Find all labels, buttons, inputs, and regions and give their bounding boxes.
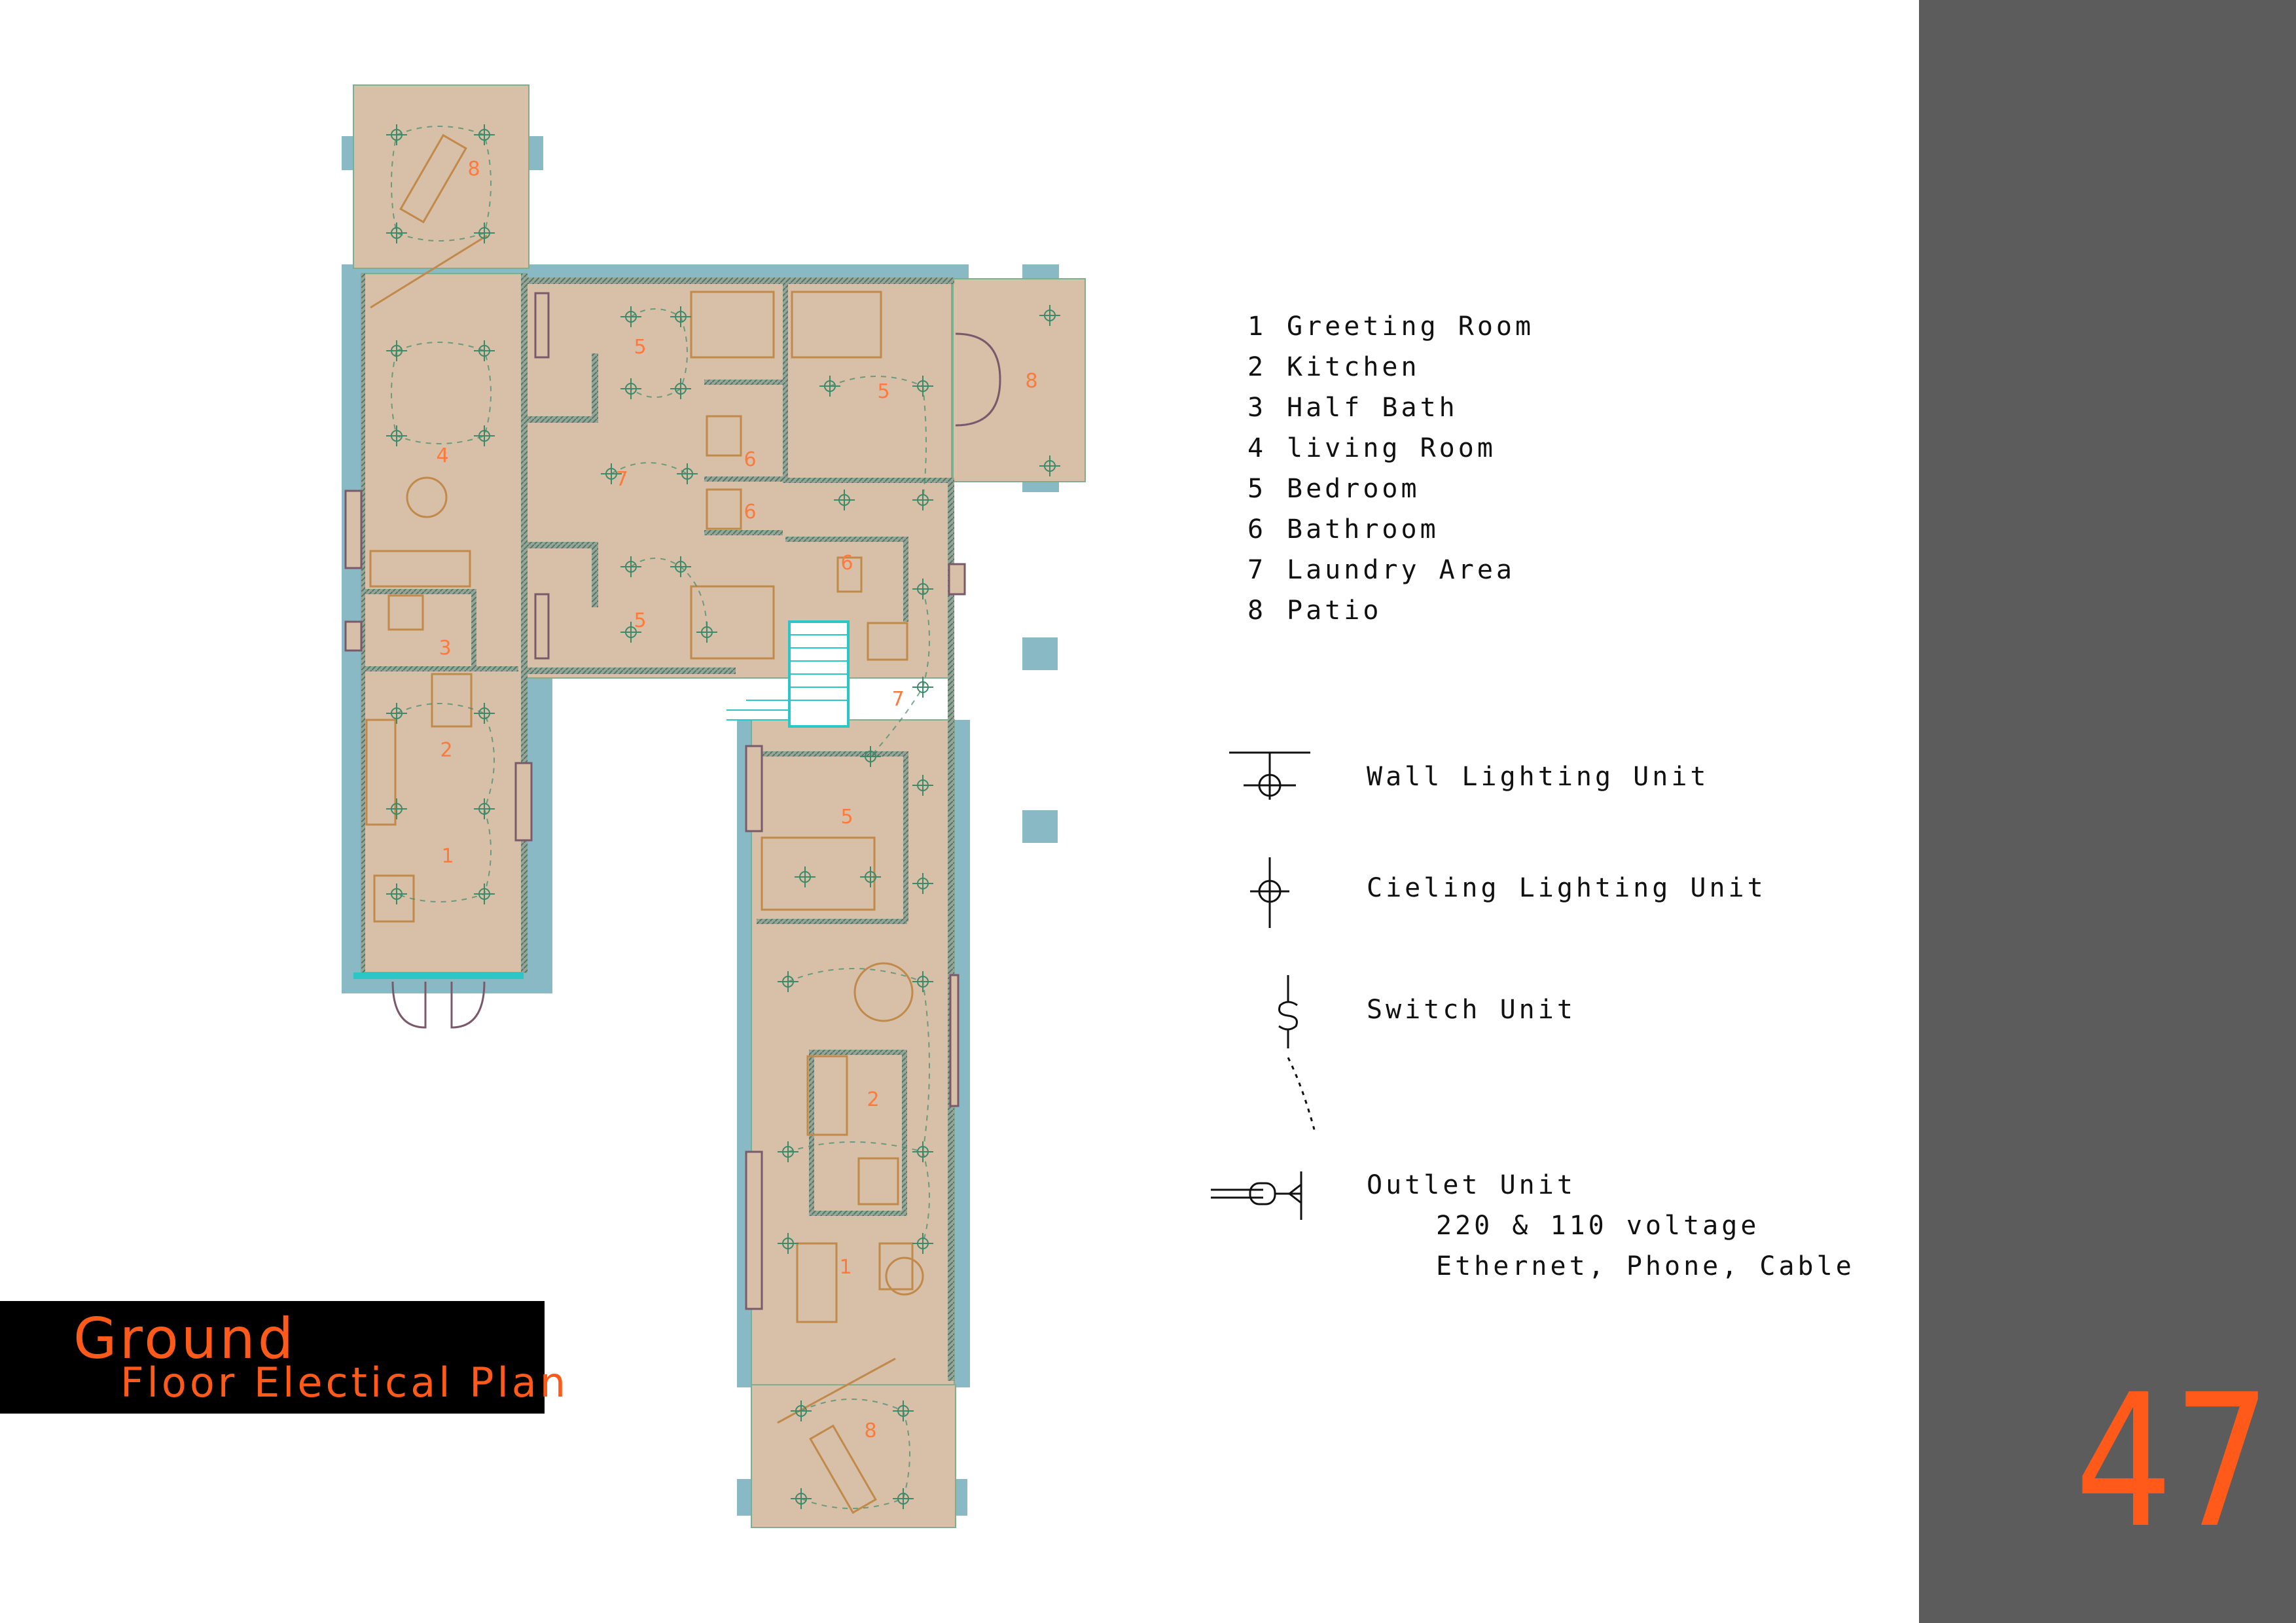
room-labels: 8 8 8 4 3 2 1 5 5 5 5 6 6 6 7 7 2 1 bbox=[436, 158, 1037, 1442]
room-label-bathroom-c: 6 bbox=[840, 552, 853, 575]
room-label-bedroom-a: 5 bbox=[634, 336, 646, 359]
wiring-runs bbox=[391, 126, 930, 1509]
ceiling-light-label: Cieling Lighting Unit bbox=[1367, 873, 1767, 903]
title-block: Ground Floor Electical Plan bbox=[0, 1301, 565, 1414]
page-number-text: 47 bbox=[2075, 1368, 2271, 1538]
room-label-living: 4 bbox=[436, 444, 448, 467]
room-label-bedroom-c: 5 bbox=[634, 609, 646, 632]
room-label-laundry-b: 7 bbox=[891, 688, 904, 711]
room-label-bedroom-d: 5 bbox=[840, 806, 853, 829]
patio-door bbox=[955, 332, 1001, 427]
outlet-label: Outlet Unit bbox=[1367, 1170, 1576, 1200]
floor-plan bbox=[342, 84, 1086, 1528]
room-label-bathroom-b: 6 bbox=[744, 501, 756, 524]
outlet-voltage-label: 220 & 110 voltage bbox=[1436, 1211, 1760, 1241]
room-label-patio-top: 8 bbox=[467, 158, 480, 181]
room-label-patio-bottom: 8 bbox=[864, 1419, 876, 1442]
room-label-kitchen-a: 2 bbox=[440, 739, 452, 762]
symbol-legend-icons bbox=[1211, 751, 1316, 1220]
room-label-bedroom-b: 5 bbox=[877, 380, 889, 403]
sheet-subtitle: Floor Electical Plan bbox=[120, 1359, 569, 1406]
room-label-greeting-a: 1 bbox=[441, 845, 454, 868]
ceiling-light-icon bbox=[1250, 857, 1289, 928]
windows bbox=[344, 292, 966, 1310]
room-label-bathroom-a: 6 bbox=[744, 448, 756, 471]
room-label-half-bath: 3 bbox=[439, 637, 451, 660]
stairwell bbox=[726, 620, 850, 728]
floor-areas bbox=[353, 84, 1086, 1528]
room-label-laundry-a: 7 bbox=[615, 468, 628, 491]
sidebar-panel bbox=[1919, 0, 2296, 1623]
room-label-patio-right: 8 bbox=[1025, 370, 1037, 393]
wall-light-icon bbox=[1229, 751, 1310, 800]
interior-walls bbox=[361, 274, 954, 1381]
wall-light-label: Wall Lighting Unit bbox=[1367, 762, 1710, 792]
sheet-title: Ground bbox=[73, 1306, 296, 1372]
switch-icon bbox=[1278, 975, 1316, 1130]
outlet-types-label: Ethernet, Phone, Cable bbox=[1436, 1251, 1855, 1281]
entrance-door bbox=[353, 972, 524, 1029]
room-label-kitchen-b: 2 bbox=[867, 1088, 879, 1111]
outlet-icon bbox=[1211, 1171, 1302, 1220]
page-number: 47 bbox=[2075, 1368, 2271, 1538]
switch-label: Switch Unit bbox=[1367, 995, 1576, 1025]
room-label-greeting-b: 1 bbox=[839, 1256, 852, 1279]
